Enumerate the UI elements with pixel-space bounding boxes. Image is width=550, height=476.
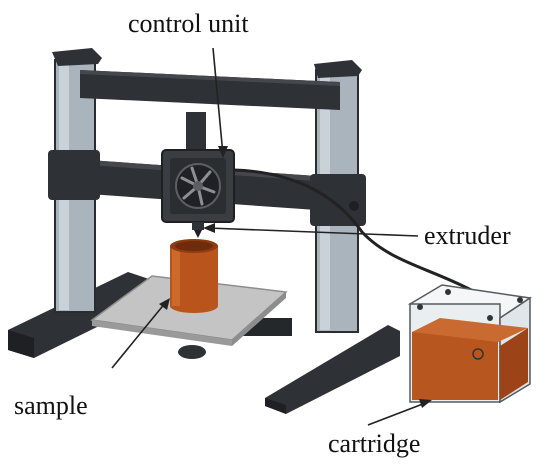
- control-unit-arrow: [212, 47, 224, 156]
- sample-cylinder: [170, 239, 218, 313]
- platform: [90, 275, 288, 359]
- right-clamp: [310, 174, 366, 226]
- leader-lines: [111, 47, 432, 426]
- cartridge-box: [407, 284, 533, 404]
- extruder-nozzle: [194, 230, 202, 238]
- feed-cable: [233, 168, 476, 294]
- left-clamp: [48, 150, 100, 200]
- label-cartridge: cartridge: [328, 429, 420, 458]
- label-control-unit: control unit: [128, 9, 249, 38]
- left-foot: [8, 272, 152, 358]
- sample-arrow: [111, 301, 167, 369]
- extruder-arrow: [207, 227, 419, 237]
- top-crossbar: [80, 70, 340, 110]
- cartridge-arrow: [367, 401, 429, 426]
- right-foot: [265, 325, 400, 414]
- label-sample: sample: [14, 391, 88, 420]
- label-extruder: extruder: [424, 221, 511, 250]
- control-unit: [161, 112, 235, 238]
